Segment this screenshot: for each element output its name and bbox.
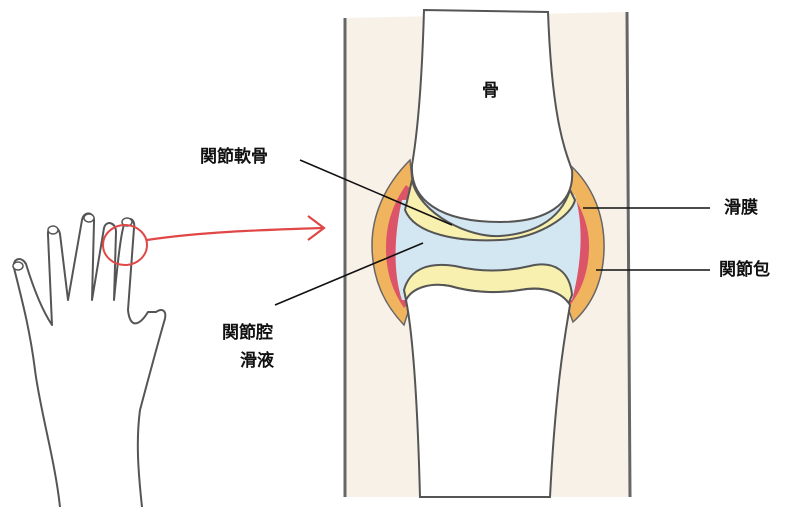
upper-bone [410, 8, 574, 224]
label-articular-cartilage: 関節軟骨 [200, 147, 268, 167]
highlight-circle [102, 224, 148, 266]
leader-articular-cartilage [299, 159, 453, 226]
lower-bone [404, 283, 572, 498]
articular-cartilage-upper [403, 179, 577, 242]
label-joint-cavity: 関節腔 [222, 323, 273, 343]
arrow-line [146, 226, 323, 242]
label-joint-capsule: 関節包 [719, 260, 770, 280]
nail-icon [47, 225, 59, 235]
leader-joint-cavity [274, 242, 424, 306]
label-synovial-membrane: 滑膜 [724, 198, 758, 218]
hand-illustration [12, 212, 167, 507]
arrow-head-icon [307, 215, 326, 241]
label-bone: 骨 [482, 81, 499, 101]
nail-icon [83, 213, 95, 223]
nail-icon [12, 261, 24, 271]
label-synovial-fluid: 滑液 [240, 351, 274, 371]
finger-outline-right [625, 11, 632, 498]
